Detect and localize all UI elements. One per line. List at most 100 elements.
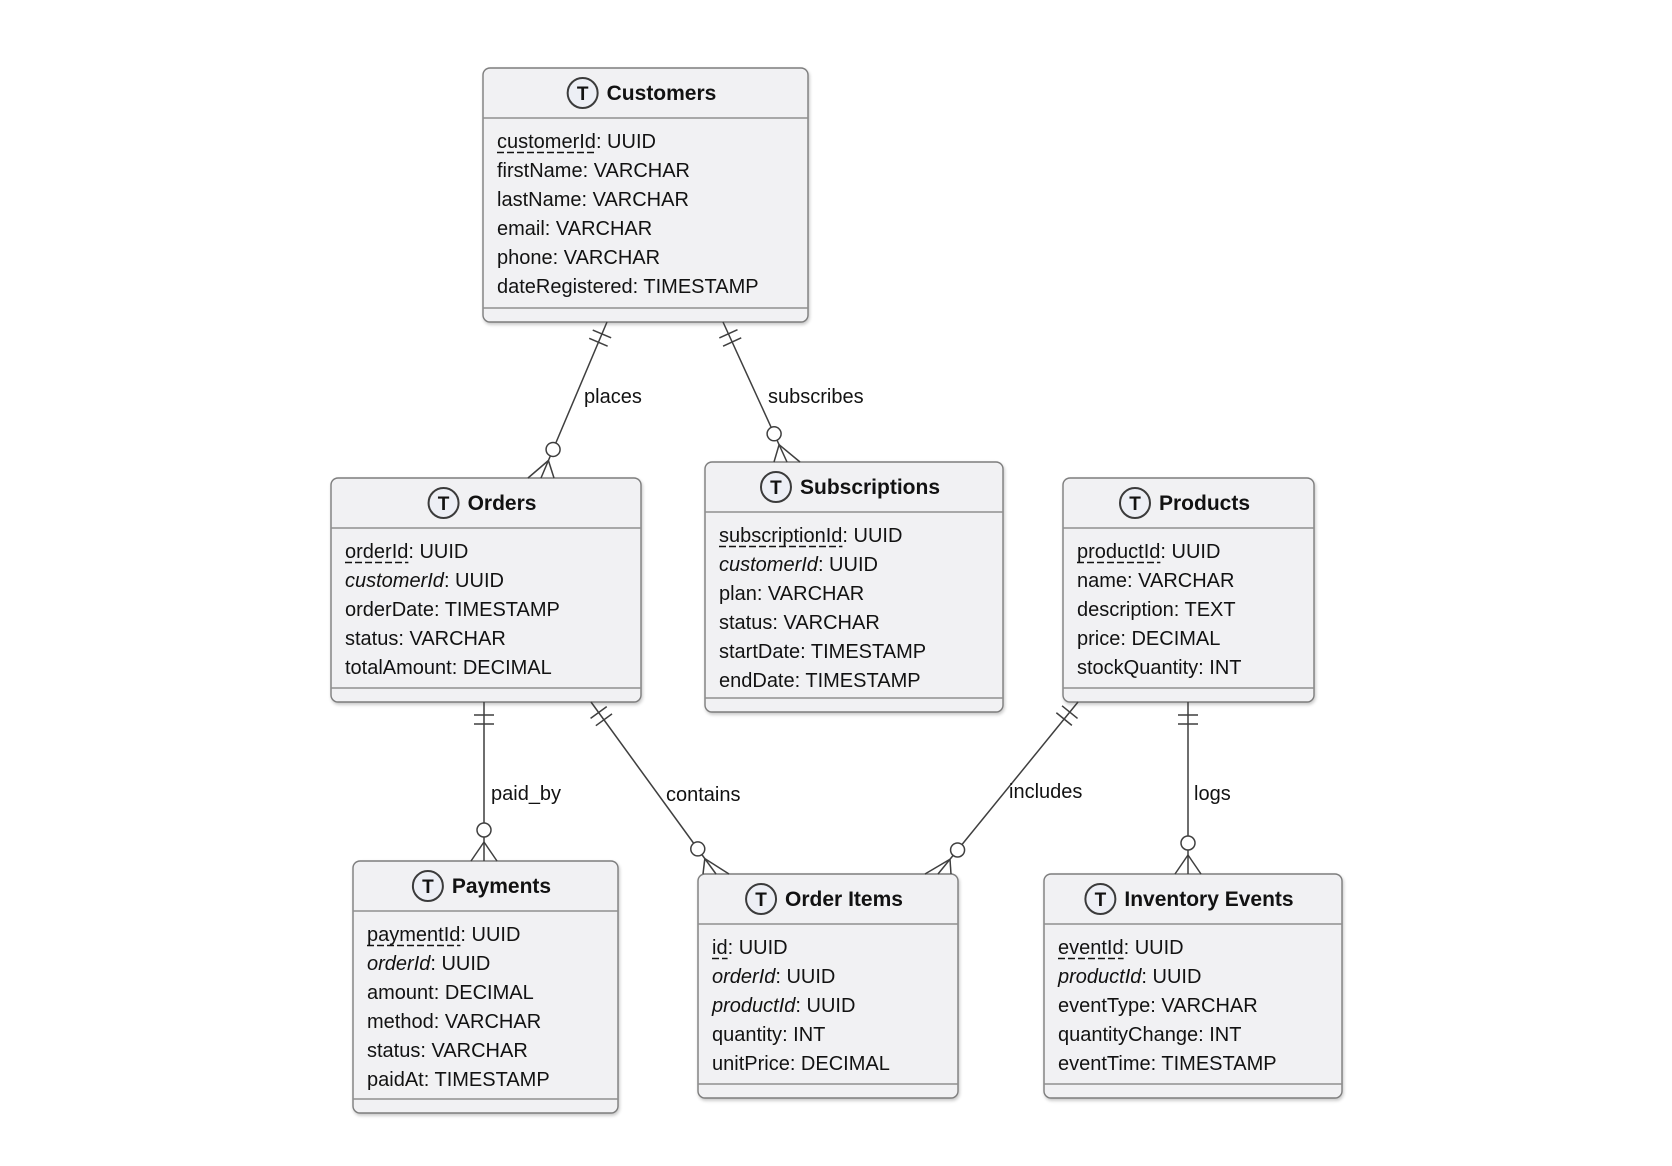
relationship-label: contains: [666, 784, 741, 806]
relationship-label: paid_by: [491, 783, 561, 805]
column-lastname: lastName: VARCHAR: [497, 189, 689, 211]
crow-foot-prong: [924, 858, 951, 875]
relationship-label: subscribes: [768, 386, 864, 408]
column-id: id: UUID: [712, 937, 788, 959]
column-productid: productId: UUID: [711, 995, 855, 1017]
column-paymentid: paymentId: UUID: [367, 924, 520, 946]
cardinality-one-tick: [595, 713, 613, 727]
cardinality-zero-circle: [1180, 835, 1196, 851]
table-title: Inventory Events: [1124, 888, 1293, 911]
table-body: [482, 67, 809, 323]
relationship-label: includes: [1009, 781, 1082, 803]
relationship-label: places: [584, 386, 642, 408]
table-icon: [411, 870, 444, 902]
cardinality-zero-circle: [766, 426, 782, 442]
table-title: Orders: [468, 492, 537, 515]
column-unitprice: unitPrice: DECIMAL: [712, 1053, 890, 1075]
crow-foot-prong: [1174, 854, 1189, 875]
table-body: [697, 873, 959, 1099]
column-amount: amount: DECIMAL: [367, 982, 534, 1004]
crow-foot-prong: [949, 859, 952, 875]
table-icon: [745, 883, 778, 915]
cardinality-zero-circle: [545, 441, 561, 458]
column-price: price: DECIMAL: [1077, 628, 1220, 650]
table-icon-letter: T: [438, 494, 450, 515]
cardinality-one-tick: [590, 706, 608, 720]
column-orderid: orderId: UUID: [367, 953, 490, 975]
table-icon-letter: T: [1129, 494, 1141, 515]
table-body: [704, 461, 1004, 713]
column-status: status: VARCHAR: [345, 628, 506, 650]
column-customerid: customerId: UUID: [719, 554, 878, 576]
column-productid: productId: UUID: [1077, 541, 1220, 563]
column-eventid: eventId: UUID: [1058, 937, 1184, 959]
cardinality-one-tick: [1061, 705, 1079, 719]
cardinality-one-tick: [1055, 712, 1073, 726]
column-plan: plan: VARCHAR: [719, 583, 864, 605]
column-status: status: VARCHAR: [367, 1040, 528, 1062]
table-icon: [759, 471, 792, 503]
column-dateregistered: dateRegistered: TIMESTAMP: [497, 276, 759, 298]
column-phone: phone: VARCHAR: [497, 247, 660, 269]
relationship-paid-by: paid_by: [470, 702, 561, 862]
column-stockquantity: stockQuantity: INT: [1077, 657, 1242, 679]
column-paidat: paidAt: TIMESTAMP: [367, 1069, 550, 1091]
crow-foot-prong: [483, 841, 498, 862]
table-icon: [1118, 487, 1151, 519]
cardinality-one-tick: [722, 337, 742, 347]
relationship-contains: contains: [590, 701, 741, 875]
column-quantitychange: quantityChange: INT: [1058, 1024, 1241, 1046]
relationship-includes: includes: [924, 701, 1082, 875]
crow-foot-prong: [470, 841, 485, 862]
table-icon-letter: T: [577, 84, 589, 105]
column-enddate: endDate: TIMESTAMP: [719, 670, 921, 692]
table-title: Products: [1159, 492, 1250, 515]
cardinality-one-tick: [592, 329, 612, 339]
column-status: status: VARCHAR: [719, 612, 880, 634]
crow-foot-prong: [702, 858, 706, 875]
column-eventtime: eventTime: TIMESTAMP: [1058, 1053, 1277, 1075]
table-icon: [427, 487, 460, 519]
crow-foot-prong: [547, 460, 555, 479]
relationship-places: places: [527, 321, 642, 479]
column-quantity: quantity: INT: [712, 1024, 825, 1046]
column-eventtype: eventType: VARCHAR: [1058, 995, 1258, 1017]
table-title: Customers: [607, 82, 717, 105]
cardinality-zero-circle: [476, 822, 492, 838]
table-icon: [566, 77, 599, 109]
column-startdate: startDate: TIMESTAMP: [719, 641, 926, 663]
table-icon-letter: T: [770, 478, 782, 499]
crow-foot-prong: [1187, 854, 1202, 875]
table-icon-letter: T: [1095, 890, 1107, 911]
relationship-logs: logs: [1174, 702, 1231, 875]
crow-foot-prong: [778, 444, 801, 463]
column-orderdate: orderDate: TIMESTAMP: [345, 599, 560, 621]
cardinality-zero-circle: [949, 842, 966, 858]
column-orderid: orderId: UUID: [712, 966, 835, 988]
cardinality-zero-circle: [690, 841, 706, 857]
cardinality-one-tick: [718, 328, 738, 339]
column-customerid: customerId: UUID: [345, 570, 504, 592]
table-body: [352, 860, 619, 1114]
column-totalamount: totalAmount: DECIMAL: [345, 657, 552, 679]
table-icon-letter: T: [422, 877, 434, 898]
relationship-label: logs: [1194, 783, 1231, 805]
relationship-subscribes: subscribes: [718, 321, 864, 463]
column-firstname: firstName: VARCHAR: [497, 160, 690, 182]
crow-foot-prong: [704, 857, 730, 875]
column-customerid: customerId: UUID: [497, 131, 656, 153]
crow-foot-prong: [773, 444, 780, 463]
column-description: description: TEXT: [1077, 599, 1236, 621]
column-method: method: VARCHAR: [367, 1011, 541, 1033]
table-title: Subscriptions: [800, 476, 940, 499]
cardinality-one-tick: [588, 337, 608, 347]
